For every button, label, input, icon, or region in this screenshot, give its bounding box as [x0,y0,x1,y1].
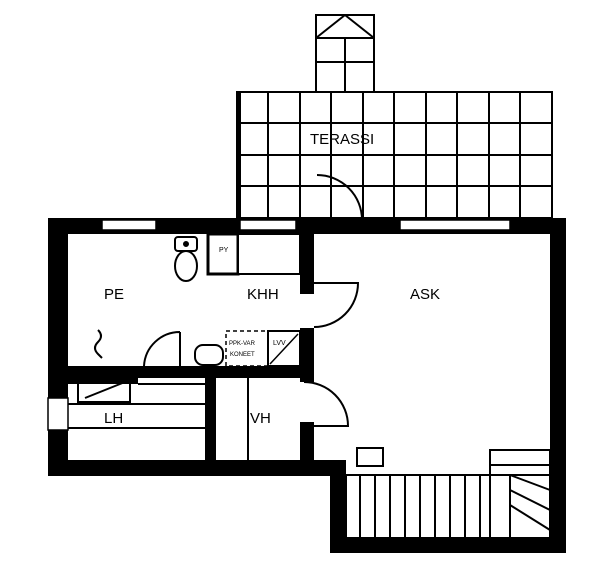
room-label-living: ASK [410,286,440,303]
counter [237,233,301,275]
toilet [174,236,198,282]
closet-vh [214,378,249,460]
room-label-lh: LH [104,410,123,427]
room-label-vh: VH [250,410,271,427]
water-heater-mark [269,333,299,365]
terrace-steps [315,14,375,93]
terrace-tiles [236,91,553,219]
water-heater-label: LVV [273,340,286,347]
appliance-label-1: PPK-VAR [229,341,256,347]
room-label-bathroom: KHH [247,286,279,303]
stairs [345,447,551,539]
closet-lh [68,377,205,429]
doors [143,174,364,427]
dryer-box [206,232,240,276]
appliance-area [225,330,269,367]
dryer-label: PY [219,247,229,254]
room-label-bedroom: PE [104,286,124,303]
shower-icon [94,329,103,359]
interior-walls [68,234,314,460]
windows [47,219,511,431]
appliance-label-2: KONEET [230,352,255,358]
room-label-terrace: TERASSI [310,131,374,148]
washbasin [194,344,224,366]
